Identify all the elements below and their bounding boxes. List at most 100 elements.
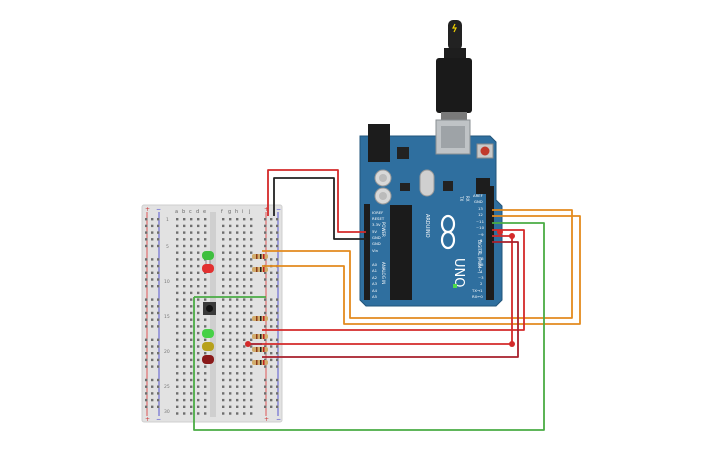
breadboard-hole	[270, 244, 273, 248]
power-pin-labels: IOREF RESET 3.3V 5V GND GND Vin	[372, 210, 385, 253]
wire-gnd-black[interactable]	[273, 177, 366, 240]
rail-minus-label-bottom-left: −	[156, 416, 161, 423]
wire-5v-red[interactable]	[267, 169, 366, 233]
breadboard-hole	[157, 218, 160, 221]
breadboard-hole	[197, 318, 200, 321]
resistor-5[interactable]	[252, 347, 268, 352]
breadboard-hole	[190, 392, 193, 395]
breadboard-hole	[229, 251, 232, 254]
wire-orange-1[interactable]	[262, 209, 573, 319]
breadboard-hole	[270, 325, 273, 328]
breadboard-hole	[243, 238, 246, 241]
breadboard-hole	[204, 244, 207, 248]
breadboard-hole	[264, 238, 267, 241]
breadboard-hole	[204, 285, 207, 288]
breadboard-hole	[145, 398, 148, 402]
breadboard-hole	[197, 325, 200, 328]
breadboard-hole	[157, 238, 160, 241]
led-red-bottom[interactable]	[202, 355, 214, 364]
row-1: 1	[166, 217, 169, 223]
resistor-1[interactable]	[252, 254, 268, 259]
arduino-uno-board[interactable]: ARDUINO UNO TX RX POWER ANALOG IN DIGITA…	[359, 20, 503, 307]
breadboard-hole	[204, 318, 207, 321]
breadboard-hole	[270, 352, 273, 355]
breadboard-hole	[243, 325, 246, 328]
breadboard-hole	[197, 224, 200, 228]
resistor-6[interactable]	[252, 360, 268, 365]
breadboard-hole	[183, 325, 186, 328]
pin-11: ~11	[476, 219, 485, 224]
led-green-bottom[interactable]	[202, 329, 214, 338]
wire-red-led-1[interactable]	[262, 229, 525, 331]
resistors[interactable]	[252, 254, 268, 365]
breadboard-hole	[197, 244, 200, 248]
breadboard-hole	[157, 264, 160, 268]
breadboard-hole	[183, 244, 186, 248]
digital-pin-labels-bottom: 7 ~6 ~5 4 ~3 2 TX→1 RX←0	[471, 250, 484, 299]
breadboard-hole	[250, 224, 253, 228]
breadboard-hole	[229, 298, 232, 301]
breadboard-hole	[250, 345, 253, 348]
breadboard-hole	[243, 392, 246, 395]
breadboard-hole	[276, 231, 279, 234]
breadboard-hole	[204, 238, 207, 241]
breadboard-hole	[250, 244, 253, 248]
breadboard-hole	[176, 372, 179, 375]
breadboard-hole	[222, 338, 225, 341]
breadboard-hole	[250, 378, 253, 382]
rail-minus-label-bottom-right: −	[276, 416, 281, 423]
breadboard-hole	[157, 318, 160, 321]
breadboard-hole	[204, 352, 207, 355]
resistor-2[interactable]	[252, 267, 268, 272]
wire-darkred-led-4[interactable]	[262, 241, 519, 358]
breadboard-hole	[183, 345, 186, 348]
breadboard-hole	[264, 378, 267, 382]
breadboard-hole	[276, 271, 279, 274]
breadboard-hole	[176, 244, 179, 248]
breadboard-hole	[197, 412, 200, 415]
rail-minus-label-right: −	[276, 206, 281, 213]
breadboard-hole	[157, 285, 160, 288]
wires[interactable]	[193, 169, 581, 431]
led-yellow-bottom[interactable]	[202, 342, 214, 351]
reset-button[interactable]	[480, 146, 490, 156]
wire-green-button[interactable]	[193, 222, 545, 431]
resistor-3[interactable]	[252, 316, 268, 321]
breadboard-hole	[270, 298, 273, 301]
breadboard-hole	[151, 298, 154, 301]
wire-orange-2[interactable]	[262, 215, 581, 325]
breadboard-hole	[145, 271, 148, 274]
breadboard-hole	[204, 278, 207, 281]
breadboard-hole	[222, 244, 225, 248]
breadboard-hole	[270, 385, 273, 388]
breadboard-hole	[222, 218, 225, 221]
breadboard-hole	[222, 224, 225, 228]
breadboard-hole	[157, 325, 160, 328]
col-b: b	[182, 209, 185, 215]
breadboard-hole	[145, 305, 148, 308]
breadboard-hole	[197, 311, 200, 315]
col-a: a	[175, 209, 178, 215]
led-red-top[interactable]	[202, 264, 214, 273]
breadboard-hole	[264, 285, 267, 288]
row-15: 15	[164, 314, 170, 320]
breadboard-hole	[276, 358, 279, 362]
breadboard-hole	[145, 378, 148, 382]
power-header-label: POWER	[381, 222, 386, 237]
leds[interactable]	[202, 251, 214, 364]
breadboard-hole	[176, 318, 179, 321]
breadboard-hole	[243, 285, 246, 288]
breadboard-hole	[190, 244, 193, 248]
breadboard-hole	[276, 258, 279, 261]
breadboard-hole	[197, 372, 200, 375]
breadboard-hole	[197, 378, 200, 382]
resistor-4[interactable]	[252, 334, 268, 339]
breadboard-hole	[236, 358, 239, 362]
wire-red-led-2[interactable]	[262, 235, 513, 345]
pushbutton[interactable]	[203, 302, 216, 315]
breadboard-hole	[236, 218, 239, 221]
usb-cable[interactable]	[436, 20, 472, 122]
pin-reset: RESET	[372, 216, 385, 221]
breadboard-row-numbers: 1 5 10 15 20 25 30	[164, 217, 170, 415]
